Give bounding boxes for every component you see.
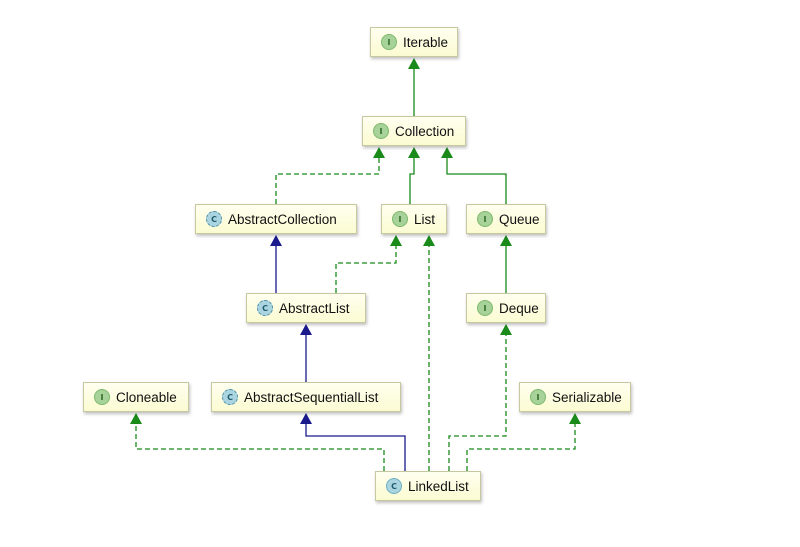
edge-line — [446, 158, 507, 204]
edge-abstract-sequential-list-to-abstract-list — [300, 324, 312, 382]
arrowhead-icon — [423, 235, 435, 246]
node-label: AbstractSequentialList — [244, 389, 379, 405]
interface-icon: I — [373, 123, 389, 139]
edge-list-to-collection — [408, 147, 420, 204]
interface-icon: I — [381, 34, 397, 50]
node-iterable[interactable]: I Iterable — [370, 27, 458, 57]
interface-icon: I — [392, 211, 408, 227]
node-label: List — [414, 211, 436, 227]
node-abstract-sequential-list[interactable]: C AbstractSequentialList — [211, 382, 401, 412]
edge-queue-to-collection — [441, 147, 507, 204]
edge-line — [466, 424, 576, 471]
edge-linked-list-to-deque — [448, 324, 512, 471]
edge-line — [275, 158, 380, 204]
interface-icon: I — [94, 389, 110, 405]
edge-line — [448, 335, 507, 471]
node-collection[interactable]: I Collection — [362, 116, 466, 146]
edge-linked-list-to-serializable — [466, 413, 581, 471]
edge-linked-list-to-abstract-sequential-list — [300, 413, 406, 471]
class-icon: C — [206, 211, 222, 227]
arrowhead-icon — [270, 235, 282, 246]
node-label: Serializable — [552, 389, 622, 405]
edge-abstract-list-to-list — [335, 235, 402, 293]
class-icon: C — [222, 389, 238, 405]
node-label: LinkedList — [408, 478, 469, 494]
class-icon: C — [257, 300, 273, 316]
arrowhead-icon — [390, 235, 402, 246]
interface-icon: I — [530, 389, 546, 405]
edge-line — [135, 424, 385, 471]
arrowhead-icon — [500, 235, 512, 246]
arrowhead-icon — [408, 147, 420, 158]
node-deque[interactable]: I Deque — [466, 293, 546, 323]
arrowhead-icon — [300, 413, 312, 424]
node-abstract-list[interactable]: C AbstractList — [246, 293, 366, 323]
node-serializable[interactable]: I Serializable — [519, 382, 631, 412]
arrowhead-icon — [300, 324, 312, 335]
edge-line — [335, 246, 397, 293]
node-label: Collection — [395, 123, 455, 139]
edge-abstract-list-to-abstract-collection — [270, 235, 282, 293]
node-label: Deque — [499, 300, 539, 316]
edge-linked-list-to-cloneable — [130, 413, 385, 471]
edge-collection-to-iterable — [408, 58, 420, 116]
arrowhead-icon — [373, 147, 385, 158]
edge-deque-to-queue — [500, 235, 512, 293]
edge-linked-list-to-list — [423, 235, 435, 471]
node-queue[interactable]: I Queue — [466, 204, 546, 234]
class-icon: C — [386, 478, 402, 494]
arrowhead-icon — [441, 147, 453, 158]
node-label: Iterable — [403, 34, 449, 50]
node-list[interactable]: I List — [381, 204, 447, 234]
edge-line — [305, 424, 406, 471]
node-cloneable[interactable]: I Cloneable — [83, 382, 189, 412]
arrowhead-icon — [500, 324, 512, 335]
node-label: Queue — [499, 211, 540, 227]
edge-abstract-collection-to-collection — [275, 147, 385, 204]
interface-icon: I — [477, 300, 493, 316]
node-label: AbstractList — [279, 300, 350, 316]
edge-line — [409, 158, 415, 204]
node-abstract-collection[interactable]: C AbstractCollection — [195, 204, 357, 234]
arrowhead-icon — [130, 413, 142, 424]
node-label: Cloneable — [116, 389, 177, 405]
node-linked-list[interactable]: C LinkedList — [375, 471, 481, 501]
interface-icon: I — [477, 211, 493, 227]
node-label: AbstractCollection — [228, 211, 337, 227]
arrowhead-icon — [569, 413, 581, 424]
arrowhead-icon — [408, 58, 420, 69]
